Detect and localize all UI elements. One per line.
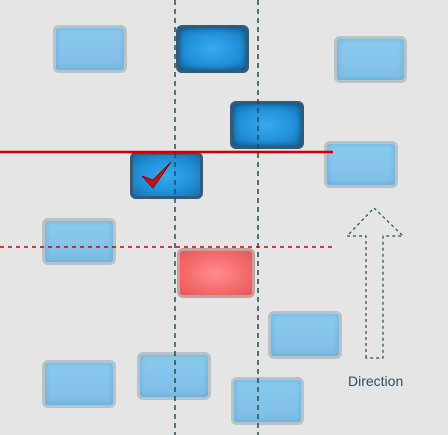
- checkmark-icon: [141, 161, 172, 189]
- tile: [268, 311, 342, 359]
- tile-dark: [230, 101, 304, 149]
- tile: [231, 377, 304, 425]
- tile: [334, 36, 407, 83]
- tile-dark: [176, 25, 249, 73]
- tile: [53, 25, 127, 73]
- tile: [324, 141, 398, 188]
- tile: [42, 360, 116, 408]
- direction-label: Direction: [348, 373, 404, 389]
- tile: [42, 218, 116, 265]
- up-arrow-icon: [345, 207, 405, 359]
- tile: [137, 352, 211, 400]
- highlighted-tile: [177, 248, 255, 298]
- selected-tile: [130, 152, 203, 199]
